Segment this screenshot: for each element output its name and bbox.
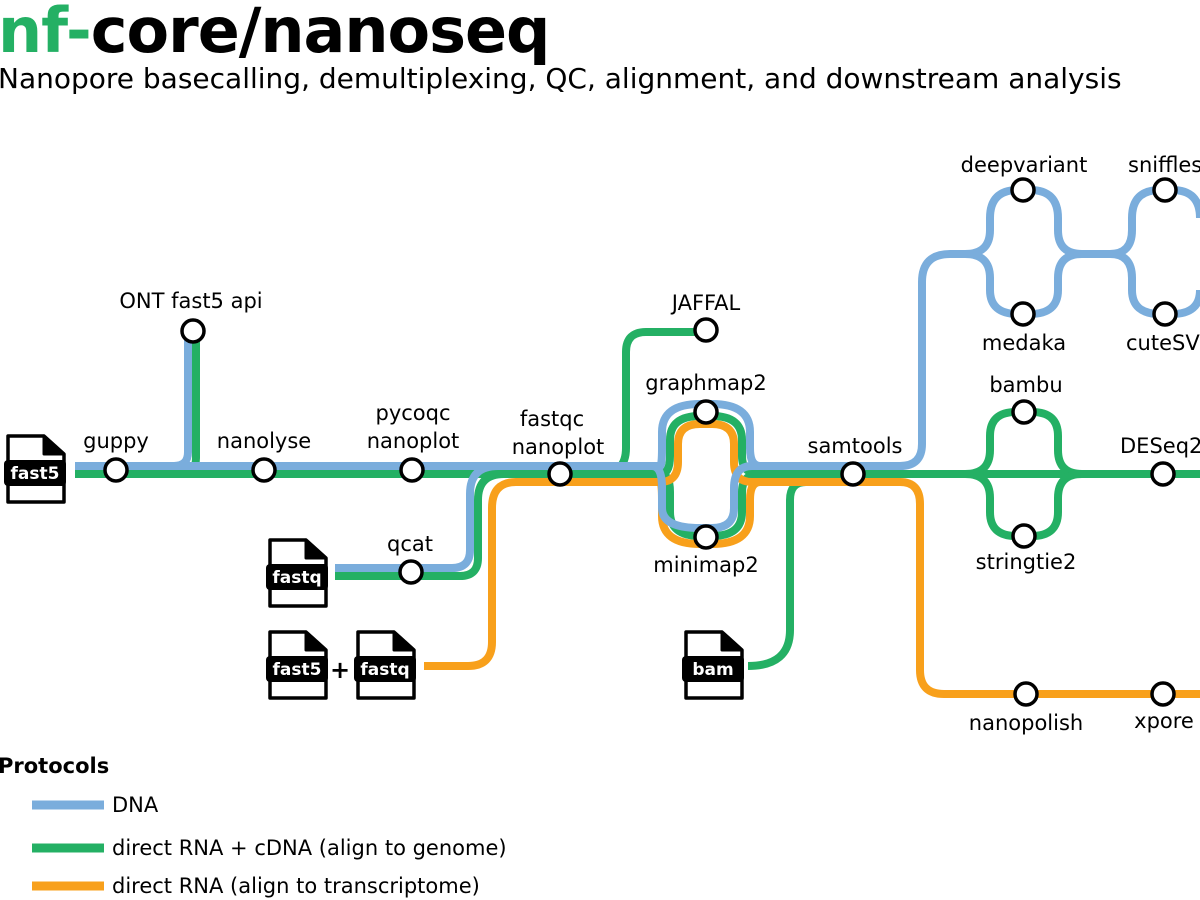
label-xpore: xpore — [1134, 709, 1194, 733]
label-fastqc: fastqc — [520, 407, 584, 431]
station-xpore — [1150, 681, 1176, 707]
station-deseq2 — [1150, 461, 1176, 487]
label-medaka: medaka — [982, 331, 1066, 355]
fastq-input-file-icon: fastq — [266, 538, 328, 608]
label-ont-fast5-api: ONT fast5 api — [119, 289, 262, 313]
orange-input-branch — [424, 478, 660, 670]
label-nanolyse: nanolyse — [217, 429, 311, 453]
label-nanoplot: nanoplot — [367, 429, 460, 453]
station-fastqc-nanoplot — [547, 461, 573, 487]
plus-sign: + — [330, 656, 350, 684]
fastq-pair-file-label: fastq — [360, 660, 409, 680]
station-medaka — [1010, 301, 1036, 327]
bam-file-label: bam — [692, 660, 733, 680]
label-samtools: samtools — [808, 434, 903, 458]
title-main: core/nanoseq — [90, 0, 551, 67]
green-jaffal-branch — [599, 328, 705, 478]
station-minimap2 — [693, 524, 719, 550]
station-stringtie2 — [1011, 523, 1037, 549]
label-bambu: bambu — [989, 373, 1062, 397]
label-nanopolish: nanopolish — [969, 711, 1083, 735]
legend-label-dna: DNA — [112, 793, 159, 817]
pipeline-title: nf-core/nanoseq — [0, 0, 551, 67]
station-jaffal — [693, 317, 719, 343]
blue-post-align-trunk — [752, 250, 965, 470]
bam-input-file-icon: bam — [682, 630, 744, 700]
green-bam-branch — [747, 478, 850, 670]
label-nanoplot-2: nanoplot — [512, 435, 605, 459]
station-qcat — [398, 559, 424, 585]
station-nanopolish — [1013, 681, 1039, 707]
legend-label-rna-genome: direct RNA + cDNA (align to genome) — [112, 836, 507, 860]
label-qcat: qcat — [387, 532, 433, 556]
station-bambu — [1011, 399, 1037, 425]
station-deepvariant — [1010, 177, 1036, 203]
label-graphmap2: graphmap2 — [645, 371, 767, 395]
fast5-file-label: fast5 — [11, 464, 60, 484]
station-ont-fast5-api — [180, 318, 206, 344]
pipeline-subtitle: Nanopore basecalling, demultiplexing, QC… — [0, 62, 1122, 95]
label-jaffal: JAFFAL — [670, 291, 741, 315]
label-deepvariant: deepvariant — [961, 153, 1088, 177]
station-guppy — [103, 457, 129, 483]
blue-qcat-branch — [335, 462, 499, 572]
legend-label-rna-transcriptome: direct RNA (align to transcriptome) — [112, 874, 480, 898]
label-cutesv: cuteSV — [1126, 331, 1200, 355]
label-minimap2: minimap2 — [653, 553, 758, 577]
blue-cutesv-loop — [1109, 250, 1200, 318]
protocols-legend: Protocols DNA direct RNA + cDNA (align t… — [0, 754, 507, 898]
fast5-pair-file-label: fast5 — [273, 660, 322, 680]
label-stringtie2: stringtie2 — [976, 550, 1077, 574]
label-deseq2: DESeq2 — [1120, 434, 1200, 458]
fast5-input-file-icon: fast5 — [4, 434, 66, 504]
fast5-pair-file-icon: fast5 — [266, 630, 328, 700]
station-graphmap2 — [693, 399, 719, 425]
station-sniffles — [1152, 177, 1178, 203]
label-guppy: guppy — [83, 429, 149, 453]
legend-title: Protocols — [0, 754, 109, 778]
fastq-pair-file-icon: fastq — [354, 630, 416, 700]
label-sniffles: sniffles — [1128, 153, 1200, 177]
green-qcat-branch — [335, 470, 505, 580]
station-nanolyse — [251, 457, 277, 483]
orange-post-align-trunk — [752, 478, 1200, 698]
station-pycoqc-nanoplot — [399, 457, 425, 483]
station-samtools — [840, 461, 866, 487]
blue-ont-fast5-branch — [173, 330, 192, 470]
fastq-file-label: fastq — [272, 568, 321, 588]
blue-sniffles-loop — [1109, 186, 1200, 258]
label-pycoqc: pycoqc — [375, 401, 450, 425]
station-cutesv — [1152, 301, 1178, 327]
title-prefix: nf- — [0, 0, 92, 67]
